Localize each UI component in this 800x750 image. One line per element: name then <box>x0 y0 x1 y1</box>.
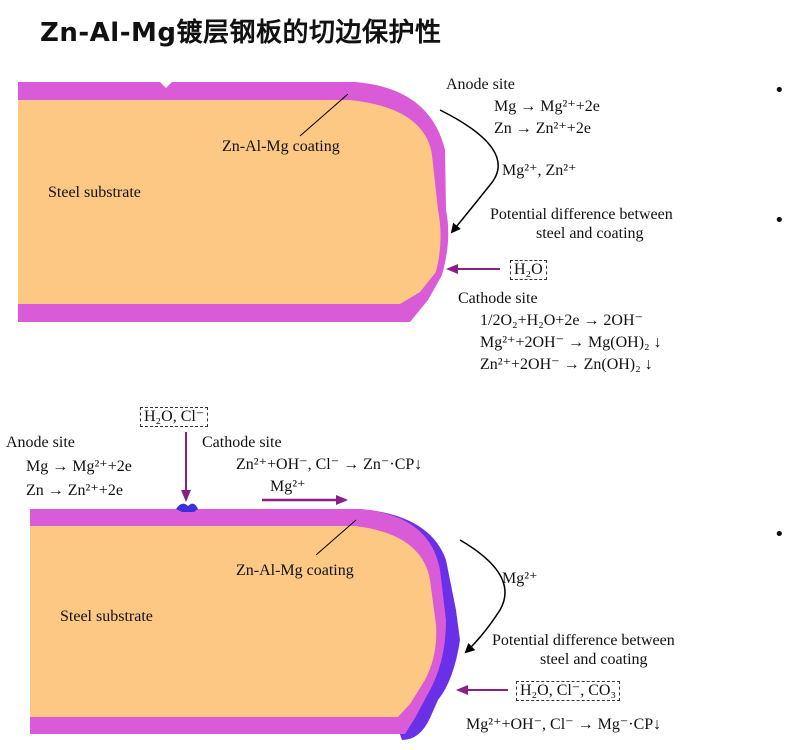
bottom-coating-label: Zn-Al-Mg coating <box>236 562 354 579</box>
bottom-anode-eq2: Zn → Zn²⁺+2e <box>26 482 123 499</box>
bottom-steel-substrate <box>30 526 437 717</box>
bottom-mg-ion-label: Mg²⁺ <box>502 570 538 587</box>
bottom-env-box-2: H₂O, Cl⁻, CO₃ <box>516 681 621 701</box>
top-coating-leader <box>299 93 349 137</box>
bottom-cathode-eq1: Zn²⁺+OH⁻, Cl⁻ → Zn⁻·CP↓ <box>236 456 423 473</box>
top-water-box: H₂O <box>510 260 547 280</box>
bottom-anode-eq1: Mg → Mg²⁺+2e <box>26 458 132 475</box>
top-ions-label: Mg²⁺, Zn²⁺ <box>502 162 577 179</box>
bottom-potential-line2: steel and coating <box>540 651 648 668</box>
top-cathode-eq2: Mg²⁺+2OH⁻ → Mg(OH)₂ ↓ <box>480 334 662 351</box>
bottom-env-box: H₂O, Cl⁻ <box>140 407 209 427</box>
top-cathode-eq1: 1/2O₂+H₂O+2e → 2OH⁻ <box>480 312 643 329</box>
top-cathode-eq3: Zn²⁺+2OH⁻ → Zn(OH)₂ ↓ <box>480 356 653 373</box>
top-potential-line1: Potential difference between <box>490 206 673 223</box>
top-anode-eq2: Zn → Zn²⁺+2e <box>494 120 591 137</box>
bottom-cross-section <box>30 503 460 740</box>
top-surface-defect <box>160 82 172 88</box>
page-title: Zn-Al-Mg镀层钢板的切边保护性 <box>40 18 442 48</box>
bottom-potential-line1: Potential difference between <box>492 632 675 649</box>
top-anode-eq1: Mg → Mg²⁺+2e <box>494 98 600 115</box>
top-curved-arrow <box>439 109 499 234</box>
top-substrate-label: Steel substrate <box>48 184 141 201</box>
top-cross-section <box>18 82 449 322</box>
bottom-substrate-label: Steel substrate <box>60 608 153 625</box>
bottom-cathode-title: Cathode site <box>202 434 282 451</box>
top-cathode-title: Cathode site <box>458 290 538 307</box>
bottom-product-eq: Mg²⁺+OH⁻, Cl⁻ → Mg⁻·CP↓ <box>466 716 662 733</box>
bullet-2: • <box>774 210 785 231</box>
bottom-anode-title: Anode site <box>6 434 75 451</box>
bullet-3: • <box>774 524 785 545</box>
top-coating-label: Zn-Al-Mg coating <box>222 138 340 155</box>
top-potential-line2: steel and coating <box>536 225 644 242</box>
top-steel-substrate <box>18 100 441 304</box>
bottom-coating-leader <box>315 519 357 556</box>
bottom-curved-arrow <box>459 539 506 654</box>
bullet-1: • <box>774 80 785 101</box>
bottom-surface-defect <box>176 503 198 512</box>
bottom-mg-ion-arrow-label: Mg²⁺ <box>270 478 306 495</box>
top-anode-title: Anode site <box>446 76 515 93</box>
